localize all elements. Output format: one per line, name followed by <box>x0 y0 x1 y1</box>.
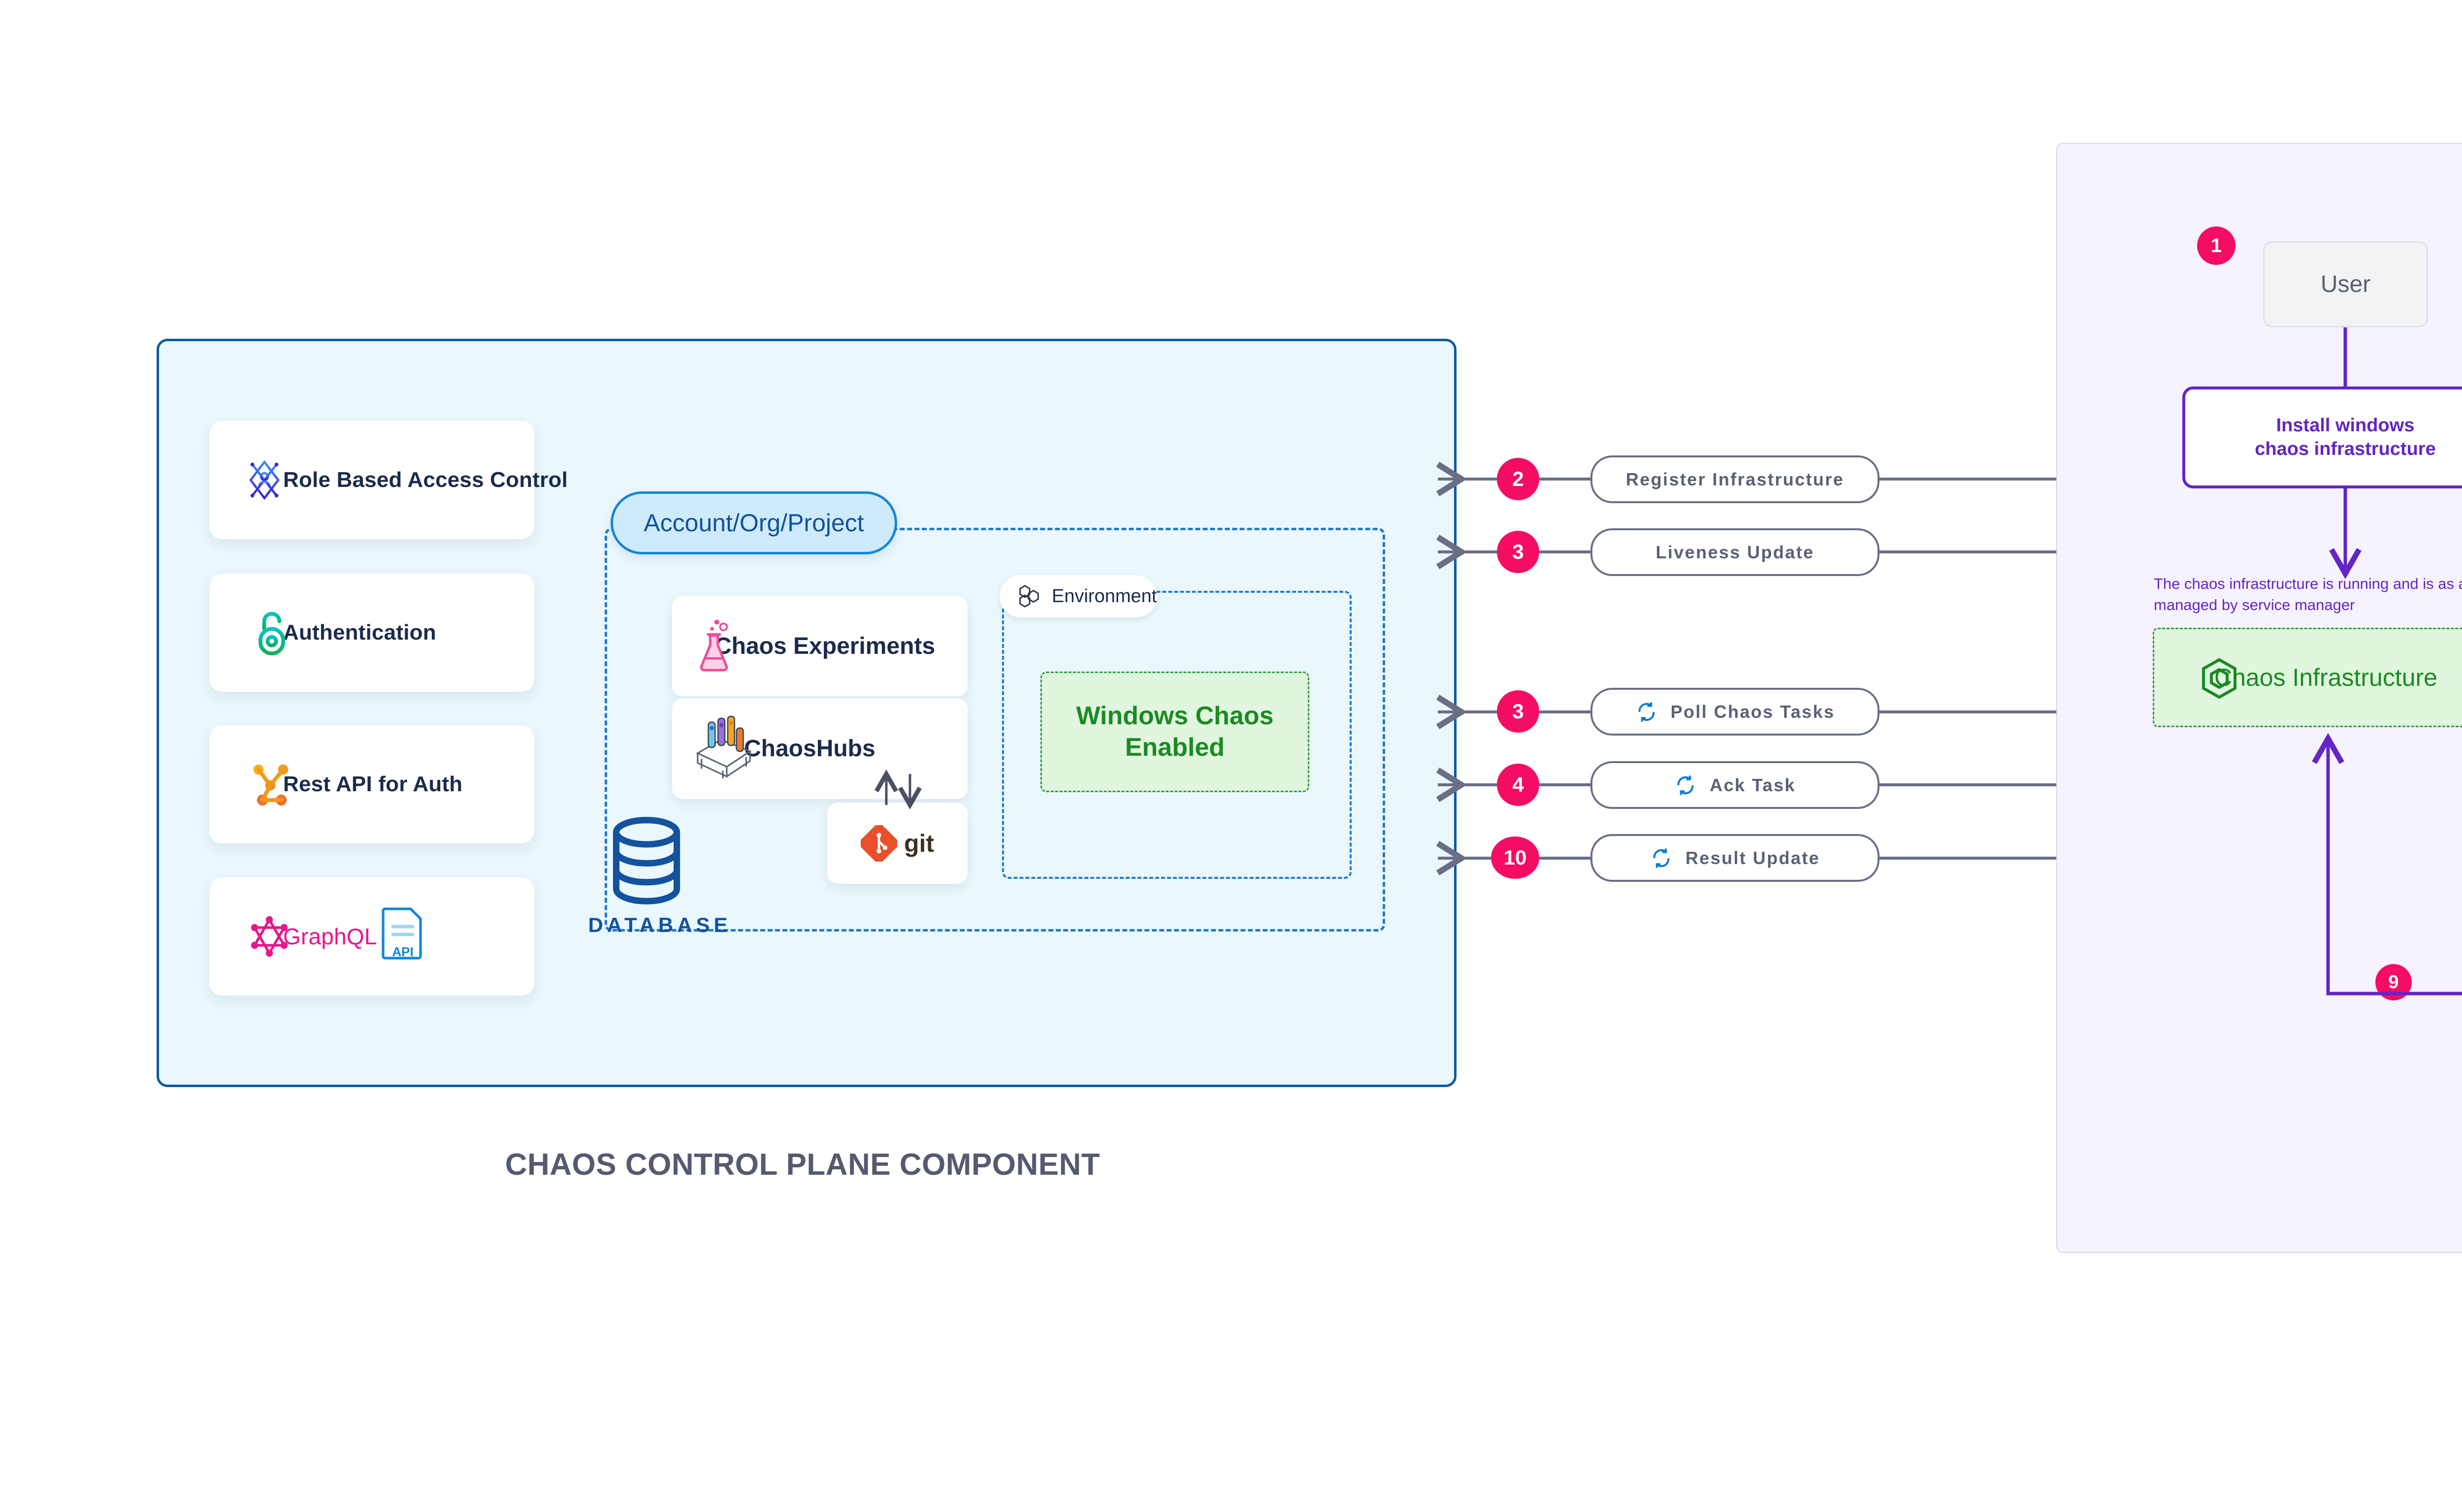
note-chaos-infrastructure: The chaos infrastructure is running and … <box>2154 575 2462 613</box>
connector-pill-ack-task[interactable]: Ack Task <box>1590 761 1879 809</box>
step-number: 4 <box>1512 773 1524 796</box>
user-label: User <box>2320 271 2371 297</box>
chaos-infrastructure-node[interactable]: Chaos Infrastructure <box>2153 628 2462 727</box>
user-node[interactable]: User <box>2263 241 2428 327</box>
service-card-authentication[interactable]: Authentication <box>209 574 534 692</box>
connector-label: Ack Task <box>1710 774 1796 795</box>
connector-pill-liveness-update[interactable]: Liveness Update <box>1590 528 1879 576</box>
step-badge-2: 2 <box>1497 458 1539 500</box>
environment-box <box>1002 591 1352 879</box>
refresh-icon <box>1650 847 1673 869</box>
step-badge-1: 1 <box>2197 226 2235 265</box>
step-number: 3 <box>1512 700 1524 723</box>
lock-icon <box>253 608 291 657</box>
card-label: git <box>904 829 935 857</box>
account-org-project-scope <box>605 528 1385 932</box>
chaos-infrastructure-label: Chaos Infrastructure <box>2214 664 2437 691</box>
connector-label: Register Infrastructure <box>1625 469 1845 489</box>
environment-pill: Environment <box>1000 575 1157 617</box>
hexagon-icon <box>2198 657 2241 700</box>
service-label: Rest API for Auth <box>283 772 463 796</box>
flask-icon <box>695 616 733 676</box>
card-label: Chaos Experiments <box>714 633 936 659</box>
step-badge-3a: 3 <box>1497 531 1539 573</box>
hexagons-icon <box>1016 583 1043 610</box>
connector-label: Poll Chaos Tasks <box>1670 701 1835 722</box>
service-card-rbac[interactable]: Role Based Access Control <box>209 421 568 539</box>
step-number: 9 <box>2388 971 2399 993</box>
install-node-label: Install windows chaos infrastructure <box>2255 414 2435 461</box>
step-badge-4: 4 <box>1497 764 1539 806</box>
step-number: 3 <box>1512 540 1524 563</box>
account-org-project-pill[interactable]: Account/Org/Project <box>611 491 897 554</box>
windows-chaos-enabled-box: Windows Chaos Enabled <box>1040 672 1309 792</box>
database-label: DATABASE <box>588 913 732 936</box>
step-badge-10: 10 <box>1491 836 1539 879</box>
install-line-2: chaos infrastructure <box>2255 438 2436 459</box>
card-chaos-experiments[interactable]: Chaos Experiments <box>672 596 968 697</box>
svg-text:API: API <box>392 944 413 959</box>
card-git[interactable]: git <box>827 803 968 884</box>
step-badge-9: 9 <box>2375 964 2412 1000</box>
connector-pill-register-infrastructure[interactable]: Register Infrastructure <box>1590 455 1879 503</box>
step-number: 10 <box>1503 846 1527 869</box>
install-line-1: Install windows <box>2276 415 2415 436</box>
step-number: 2 <box>1512 467 1524 490</box>
refresh-icon <box>1635 701 1658 723</box>
connector-pill-poll-chaos-tasks[interactable]: Poll Chaos Tasks <box>1590 688 1879 736</box>
account-org-project-label: Account/Org/Project <box>644 509 864 537</box>
service-label: Authentication <box>283 620 436 644</box>
step-badge-3b: 3 <box>1497 690 1539 733</box>
service-card-graphql[interactable]: GraphQL API <box>209 877 534 996</box>
rest-api-icon <box>249 761 294 808</box>
rbac-icon <box>244 459 285 501</box>
git-icon <box>859 823 899 864</box>
service-card-rest-api[interactable]: Rest API for Auth <box>209 725 534 843</box>
card-chaoshubs[interactable]: ChaosHubs <box>672 698 968 799</box>
api-document-icon: API <box>379 907 426 966</box>
service-label: GraphQL <box>283 924 377 949</box>
connector-label: Liveness Update <box>1655 542 1814 562</box>
service-label: Role Based Access Control <box>283 468 568 492</box>
environment-label: Environment <box>1052 585 1157 607</box>
windows-chaos-enabled-label: Windows Chaos Enabled <box>1076 702 1274 762</box>
install-windows-chaos-infrastructure-node[interactable]: Install windows chaos infrastructure <box>2182 386 2462 488</box>
control-plane-title: CHAOS CONTROL PLANE COMPONENT <box>505 1148 1101 1182</box>
connector-pill-result-update[interactable]: Result Update <box>1590 834 1879 882</box>
step-number: 1 <box>2210 234 2222 257</box>
database-icon <box>597 811 696 910</box>
graphql-icon <box>248 915 291 958</box>
connector-label: Result Update <box>1685 847 1820 868</box>
card-label: ChaosHubs <box>744 736 875 762</box>
test-tube-rack-icon <box>692 714 756 783</box>
refresh-icon <box>1674 774 1697 797</box>
execution-plane-title: CHAOS EXECUTION PLANE COMPONENT <box>2314 1315 2462 1350</box>
